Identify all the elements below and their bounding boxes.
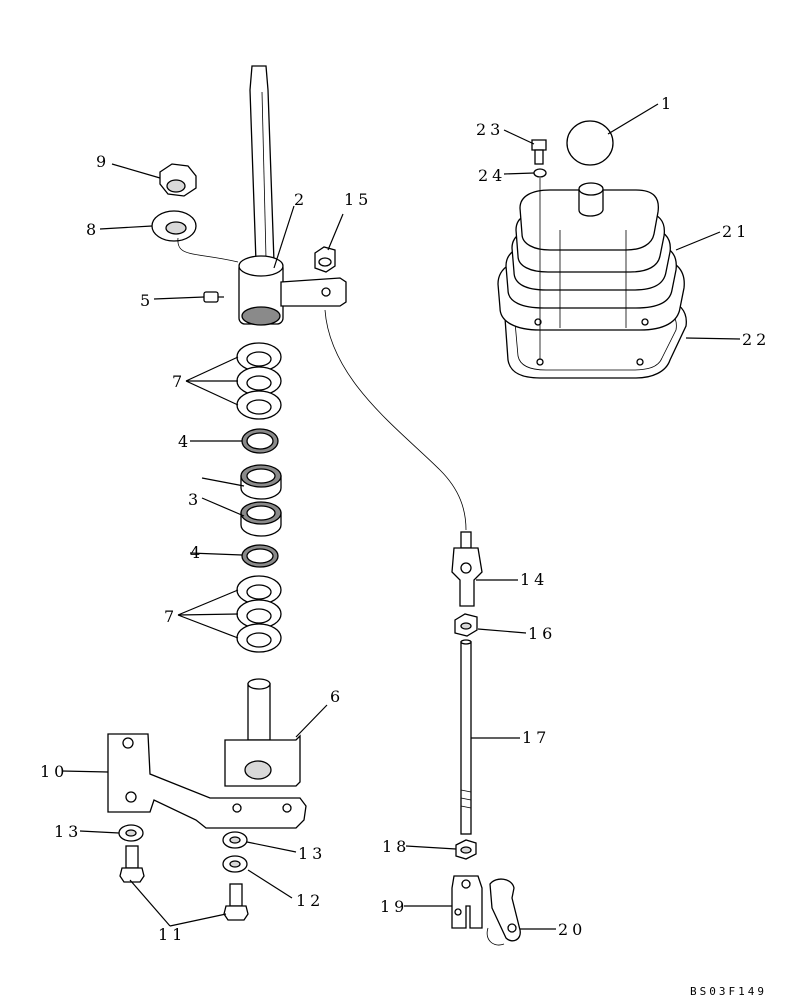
callout-3: 3 xyxy=(188,490,202,509)
callout-4-lower: 4 xyxy=(190,543,204,562)
figure-code: BS03F149 xyxy=(690,985,767,998)
knob-1 xyxy=(566,120,614,166)
seal-4-lower xyxy=(241,544,279,568)
callout-17: 17 xyxy=(522,728,550,747)
leader-lines xyxy=(61,103,741,930)
rod-end-14 xyxy=(451,531,483,607)
assembly-line-8 xyxy=(177,237,239,263)
callout-7-upper: 7 xyxy=(172,372,186,391)
bushing-3-upper xyxy=(240,464,282,500)
washer-8 xyxy=(151,210,197,242)
washer-13-left xyxy=(118,824,144,842)
pivot-block-6 xyxy=(224,678,301,787)
seal-4-upper xyxy=(241,428,279,454)
callout-22: 22 xyxy=(742,330,770,349)
callout-14: 14 xyxy=(520,570,548,589)
nut-16 xyxy=(454,613,478,637)
callout-24: 24 xyxy=(478,166,506,185)
bushing-3-lower xyxy=(240,501,282,537)
bolt-11-left xyxy=(119,845,145,883)
bolt-11-right xyxy=(223,883,249,921)
nut-15 xyxy=(314,246,336,273)
shift-lever xyxy=(238,65,347,326)
callout-20: 20 xyxy=(558,920,586,939)
callout-13-left: 13 xyxy=(54,822,82,841)
nut-18 xyxy=(455,839,477,860)
nut-9 xyxy=(159,163,197,197)
washer-13-right xyxy=(222,831,248,849)
callout-6: 6 xyxy=(330,687,344,706)
callout-21: 21 xyxy=(722,222,750,241)
callout-15: 15 xyxy=(344,190,372,209)
callout-10: 10 xyxy=(40,762,68,781)
callout-18: 18 xyxy=(382,837,410,856)
callout-16: 16 xyxy=(528,624,556,643)
rod-17 xyxy=(460,639,472,835)
lockwasher-12 xyxy=(222,855,248,873)
screw-23 xyxy=(531,139,547,165)
bracket-10 xyxy=(107,733,307,829)
washer-set-7-lower xyxy=(236,575,282,653)
callout-8: 8 xyxy=(86,220,100,239)
callout-7-lower: 7 xyxy=(164,607,178,626)
callout-13-right: 13 xyxy=(298,844,326,863)
callouts: 1 2 3 4 4 5 6 7 7 8 9 10 11 12 13 13 14 … xyxy=(40,94,770,944)
washer-set-7-upper xyxy=(236,342,282,420)
callout-11: 11 xyxy=(158,925,186,944)
callout-23: 23 xyxy=(476,120,504,139)
boot-21 xyxy=(497,178,685,360)
callout-9: 9 xyxy=(96,152,110,171)
grease-fitting-5 xyxy=(203,291,224,303)
assembly-line-14 xyxy=(324,309,467,531)
callout-19: 19 xyxy=(380,897,408,916)
callout-1: 1 xyxy=(661,94,675,113)
callout-2: 2 xyxy=(294,190,308,209)
clip-20 xyxy=(486,878,521,946)
washer-24 xyxy=(533,168,547,178)
clevis-19 xyxy=(451,875,483,929)
callout-5: 5 xyxy=(140,291,154,310)
callout-4-upper: 4 xyxy=(178,432,192,451)
callout-12: 12 xyxy=(296,891,324,910)
